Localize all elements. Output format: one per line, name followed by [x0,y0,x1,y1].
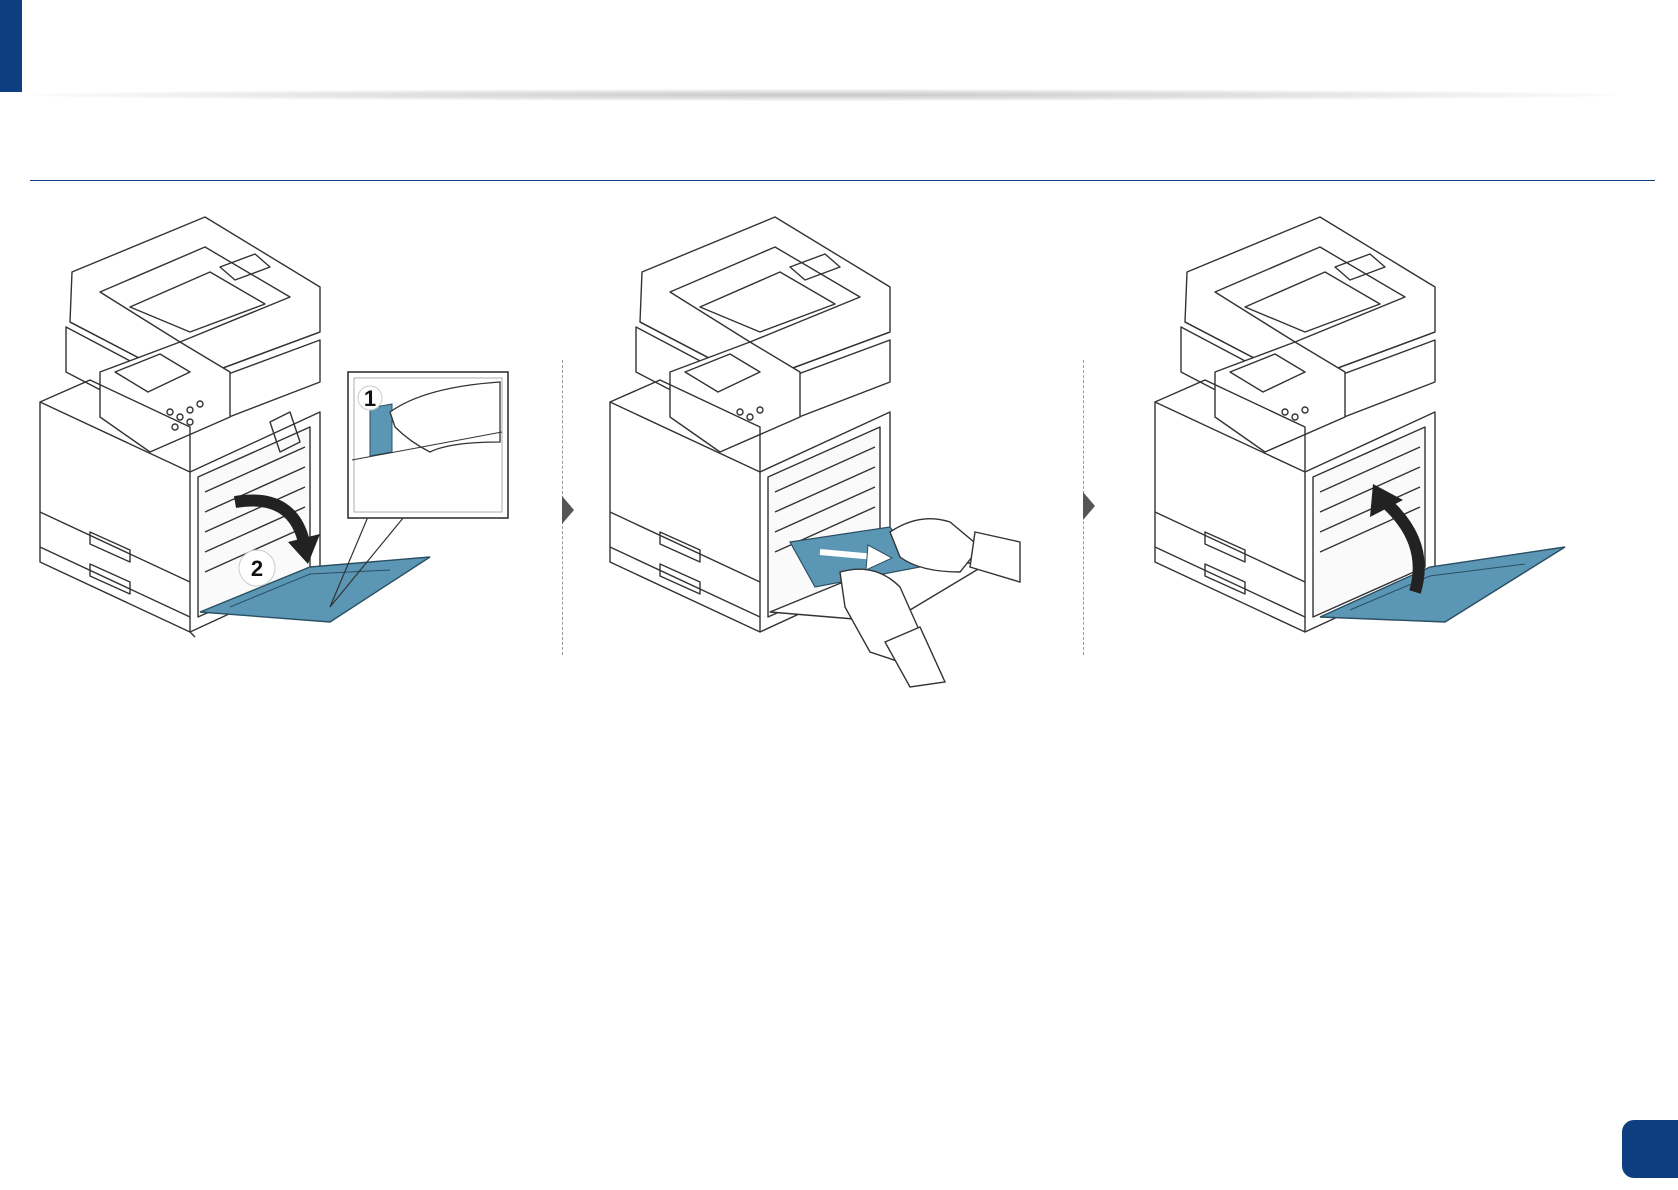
section-divider [30,180,1655,181]
printer-close-cover-drawing [1145,212,1665,732]
step-3-illustration [1145,212,1665,732]
corner-accent-tab [0,0,22,92]
next-step-chevron-icon [1083,492,1095,520]
callout-label-2: 2 [251,556,263,581]
callout-label-1: 1 [364,386,376,411]
step-1-illustration: 2 1 [30,212,550,732]
step-2-illustration [600,212,1120,732]
printer-remove-paper-drawing [600,212,1120,732]
printer-open-cover-drawing: 2 1 [30,212,550,732]
page-number-badge [1622,1120,1678,1178]
next-step-chevron-icon [562,496,574,524]
header-shadow-bar [30,89,1616,101]
